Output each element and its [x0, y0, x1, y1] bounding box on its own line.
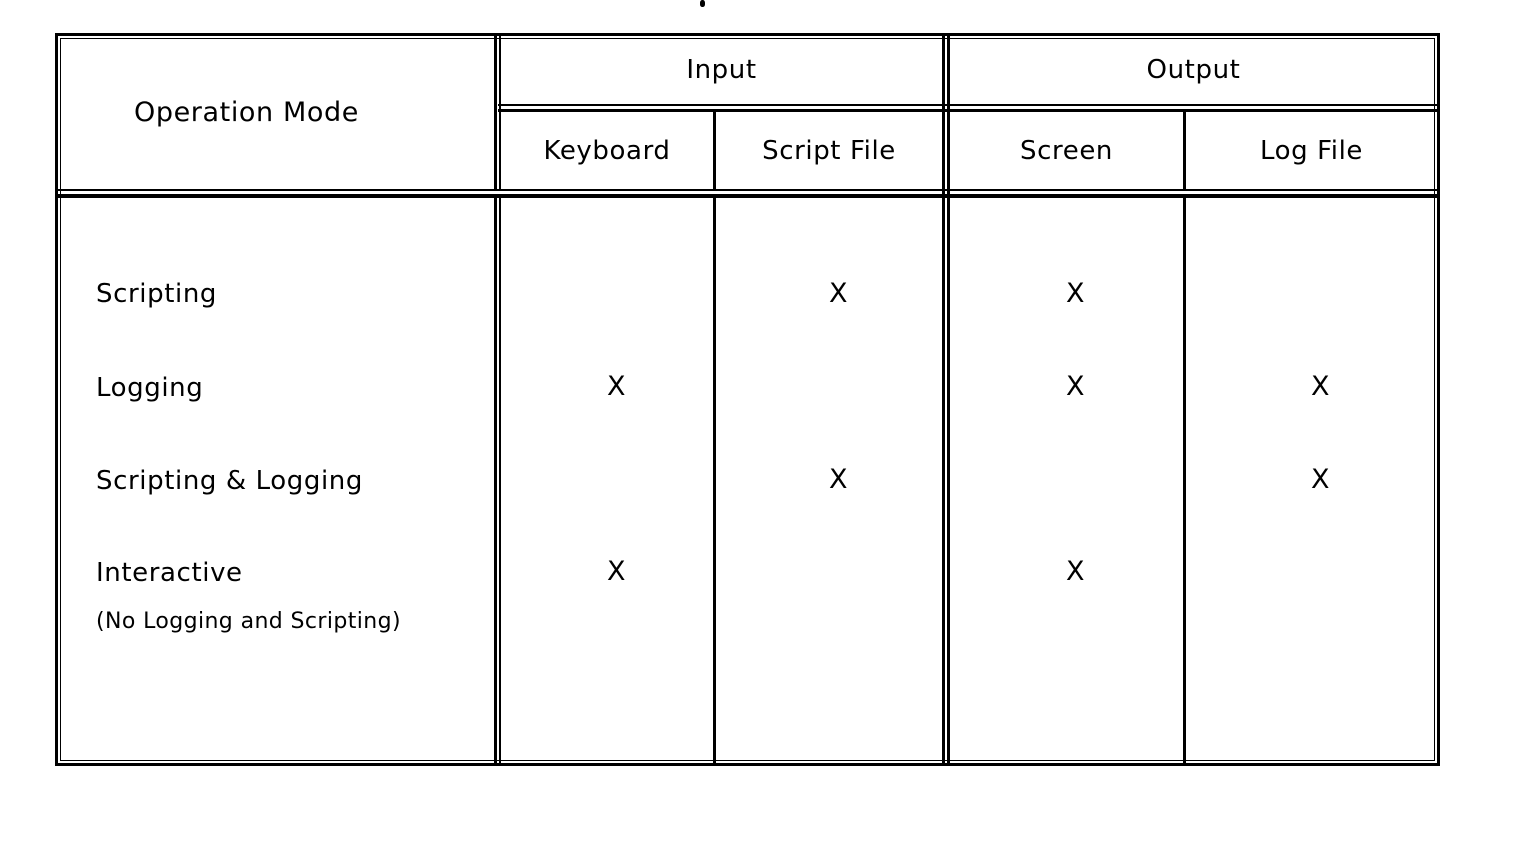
column-header-label-log-file: Log File [1259, 135, 1363, 166]
column-header-keyboard: Keyboard [501, 112, 713, 189]
rule-input-output-divider-a [942, 36, 945, 763]
column-header-log-file: Log File [1186, 112, 1437, 189]
rule-opmode-divider-a [494, 36, 497, 189]
group-header-label-output: Output [1146, 55, 1241, 85]
rule-keyboard-scriptfile-body [713, 198, 716, 763]
rule-input-output-divider-b [947, 36, 950, 763]
column-header-script-file: Script File [716, 112, 942, 189]
operation-mode-table: Operation Mode Input Output Keyboard Scr… [55, 33, 1440, 766]
column-header-label-script-file: Script File [762, 135, 896, 166]
rule-keyboard-scriptfile-header [713, 112, 716, 189]
row-label-scripting: Scripting [96, 279, 218, 309]
row-label-interactive: Interactive [96, 558, 243, 588]
rule-opmode-divider-body-b [499, 198, 501, 763]
row-sublabel-interactive: (No Logging and Scripting) [96, 609, 401, 634]
row-label-scripting-and-logging: Scripting & Logging [96, 466, 363, 496]
rule-opmode-divider-body-a [494, 198, 497, 763]
column-header-label-screen: Screen [1020, 135, 1113, 166]
column-header-label-keyboard: Keyboard [543, 135, 671, 166]
group-header-output: Output [950, 36, 1437, 104]
rule-under-groups-upper [498, 104, 1438, 106]
column-header-screen: Screen [950, 112, 1183, 189]
header-label-operation-mode: Operation Mode [134, 97, 359, 128]
table-body-area: Operation Mode Input Output Keyboard Scr… [58, 36, 1438, 763]
rule-screen-logfile-body [1183, 198, 1186, 763]
row-label-logging: Logging [96, 373, 204, 403]
group-header-label-input: Input [686, 55, 757, 85]
rule-under-header-upper [58, 189, 1437, 191]
rule-under-groups-lower [498, 109, 1438, 112]
header-cell-operation-mode: Operation Mode [58, 36, 494, 189]
group-header-input: Input [501, 36, 942, 104]
rule-opmode-divider-b [499, 36, 501, 189]
scan-artifact-speck [700, 0, 705, 7]
rule-under-header-lower [58, 194, 1437, 198]
rule-screen-logfile-header [1183, 112, 1186, 189]
